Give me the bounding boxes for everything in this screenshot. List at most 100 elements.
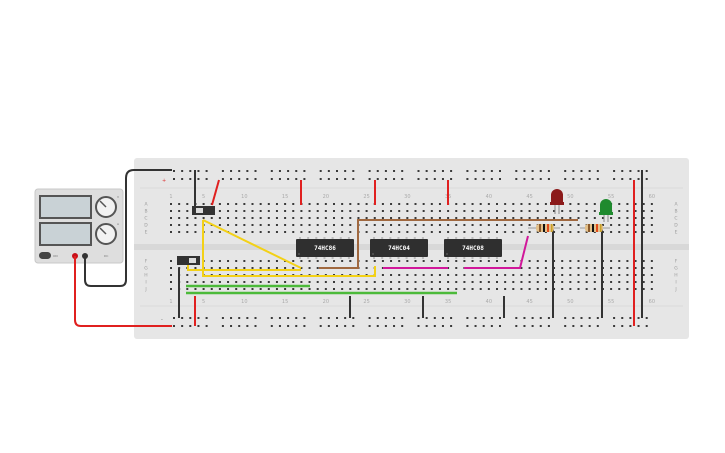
breadboard-hole[interactable] [553,267,556,269]
breadboard-hole[interactable] [585,231,588,233]
breadboard-hole[interactable] [381,267,384,269]
breadboard-hole[interactable] [504,260,507,262]
breadboard-hole[interactable] [487,217,490,219]
rail-hole[interactable] [515,325,518,327]
rail-hole[interactable] [278,325,281,327]
rail-hole[interactable] [352,170,355,172]
breadboard-hole[interactable] [381,231,384,233]
rail-hole[interactable] [319,325,322,327]
breadboard-hole[interactable] [422,231,425,233]
breadboard-hole[interactable] [381,210,384,212]
breadboard-hole[interactable] [487,231,490,233]
breadboard-hole[interactable] [170,231,172,233]
rail-hole[interactable] [197,325,200,327]
rail-hole[interactable] [189,317,192,319]
rail-hole[interactable] [637,317,640,319]
breadboard-hole[interactable] [292,210,295,212]
breadboard-hole[interactable] [642,288,645,290]
rail-hole[interactable] [173,317,175,319]
rail-hole[interactable] [425,170,428,172]
rail-hole[interactable] [254,325,257,327]
breadboard-hole[interactable] [642,203,645,205]
breadboard-hole[interactable] [341,260,344,262]
rail-hole[interactable] [580,325,583,327]
breadboard-hole[interactable] [316,203,319,205]
rail-hole[interactable] [230,325,233,327]
breadboard-hole[interactable] [381,260,384,262]
rail-hole[interactable] [327,170,330,172]
breadboard-hole[interactable] [422,281,425,283]
rail-hole[interactable] [629,325,632,327]
breadboard-hole[interactable] [333,210,335,212]
rail-hole[interactable] [344,317,347,319]
breadboard-hole[interactable] [496,224,498,226]
rail-hole[interactable] [352,317,355,319]
breadboard-hole[interactable] [528,274,531,276]
breadboard-hole[interactable] [593,274,596,276]
breadboard-hole[interactable] [202,203,205,205]
breadboard-hole[interactable] [487,281,490,283]
breadboard-hole[interactable] [235,217,238,219]
breadboard-hole[interactable] [243,203,246,205]
breadboard-hole[interactable] [561,231,564,233]
breadboard-hole[interactable] [463,274,466,276]
rail-hole[interactable] [482,178,485,180]
breadboard-hole[interactable] [463,231,466,233]
rail-hole[interactable] [425,325,428,327]
breadboard-hole[interactable] [447,210,450,212]
rail-hole[interactable] [384,317,387,319]
breadboard-hole[interactable] [479,274,482,276]
breadboard-hole[interactable] [170,210,172,212]
rail-hole[interactable] [441,317,444,319]
breadboard-hole[interactable] [170,217,172,219]
breadboard-hole[interactable] [601,224,604,226]
breadboard-hole[interactable] [634,267,637,269]
wire-black-supply[interactable] [84,169,172,287]
breadboard-hole[interactable] [235,281,238,283]
breadboard-hole[interactable] [227,260,230,262]
rail-hole[interactable] [515,317,518,319]
breadboard-hole[interactable] [365,281,368,283]
breadboard-hole[interactable] [390,231,393,233]
breadboard-hole[interactable] [577,288,580,290]
breadboard-hole[interactable] [324,260,327,262]
rail-hole[interactable] [621,317,624,319]
breadboard-hole[interactable] [520,210,523,212]
breadboard-hole[interactable] [544,267,547,269]
breadboard-hole[interactable] [430,288,433,290]
breadboard-hole[interactable] [536,274,539,276]
breadboard-hole[interactable] [292,224,295,226]
breadboard-hole[interactable] [585,217,588,219]
breadboard-hole[interactable] [642,281,645,283]
breadboard-hole[interactable] [487,274,490,276]
breadboard-hole[interactable] [398,224,401,226]
breadboard-hole[interactable] [455,217,458,219]
rail-hole[interactable] [580,170,583,172]
rail-hole[interactable] [645,325,648,327]
breadboard-hole[interactable] [235,210,238,212]
breadboard-hole[interactable] [593,281,596,283]
breadboard-hole[interactable] [536,260,539,262]
breadboard-hole[interactable] [251,231,254,233]
rail-hole[interactable] [393,325,396,327]
breadboard-hole[interactable] [585,267,588,269]
rail-hole[interactable] [588,325,591,327]
breadboard-hole[interactable] [512,203,515,205]
breadboard-hole[interactable] [650,224,653,226]
breadboard-hole[interactable] [324,281,327,283]
rail-hole[interactable] [327,178,330,180]
breadboard-hole[interactable] [422,260,425,262]
breadboard-hole[interactable] [202,288,205,290]
breadboard-hole[interactable] [194,224,197,226]
breadboard-hole[interactable] [447,281,450,283]
breadboard-hole[interactable] [218,210,221,212]
breadboard-hole[interactable] [569,224,572,226]
rail-hole[interactable] [596,170,599,172]
breadboard-hole[interactable] [406,224,409,226]
breadboard-hole[interactable] [259,260,262,262]
rail-hole[interactable] [450,317,453,319]
rail-hole[interactable] [384,170,387,172]
breadboard-hole[interactable] [479,203,482,205]
rail-hole[interactable] [254,170,257,172]
breadboard-hole[interactable] [390,224,393,226]
